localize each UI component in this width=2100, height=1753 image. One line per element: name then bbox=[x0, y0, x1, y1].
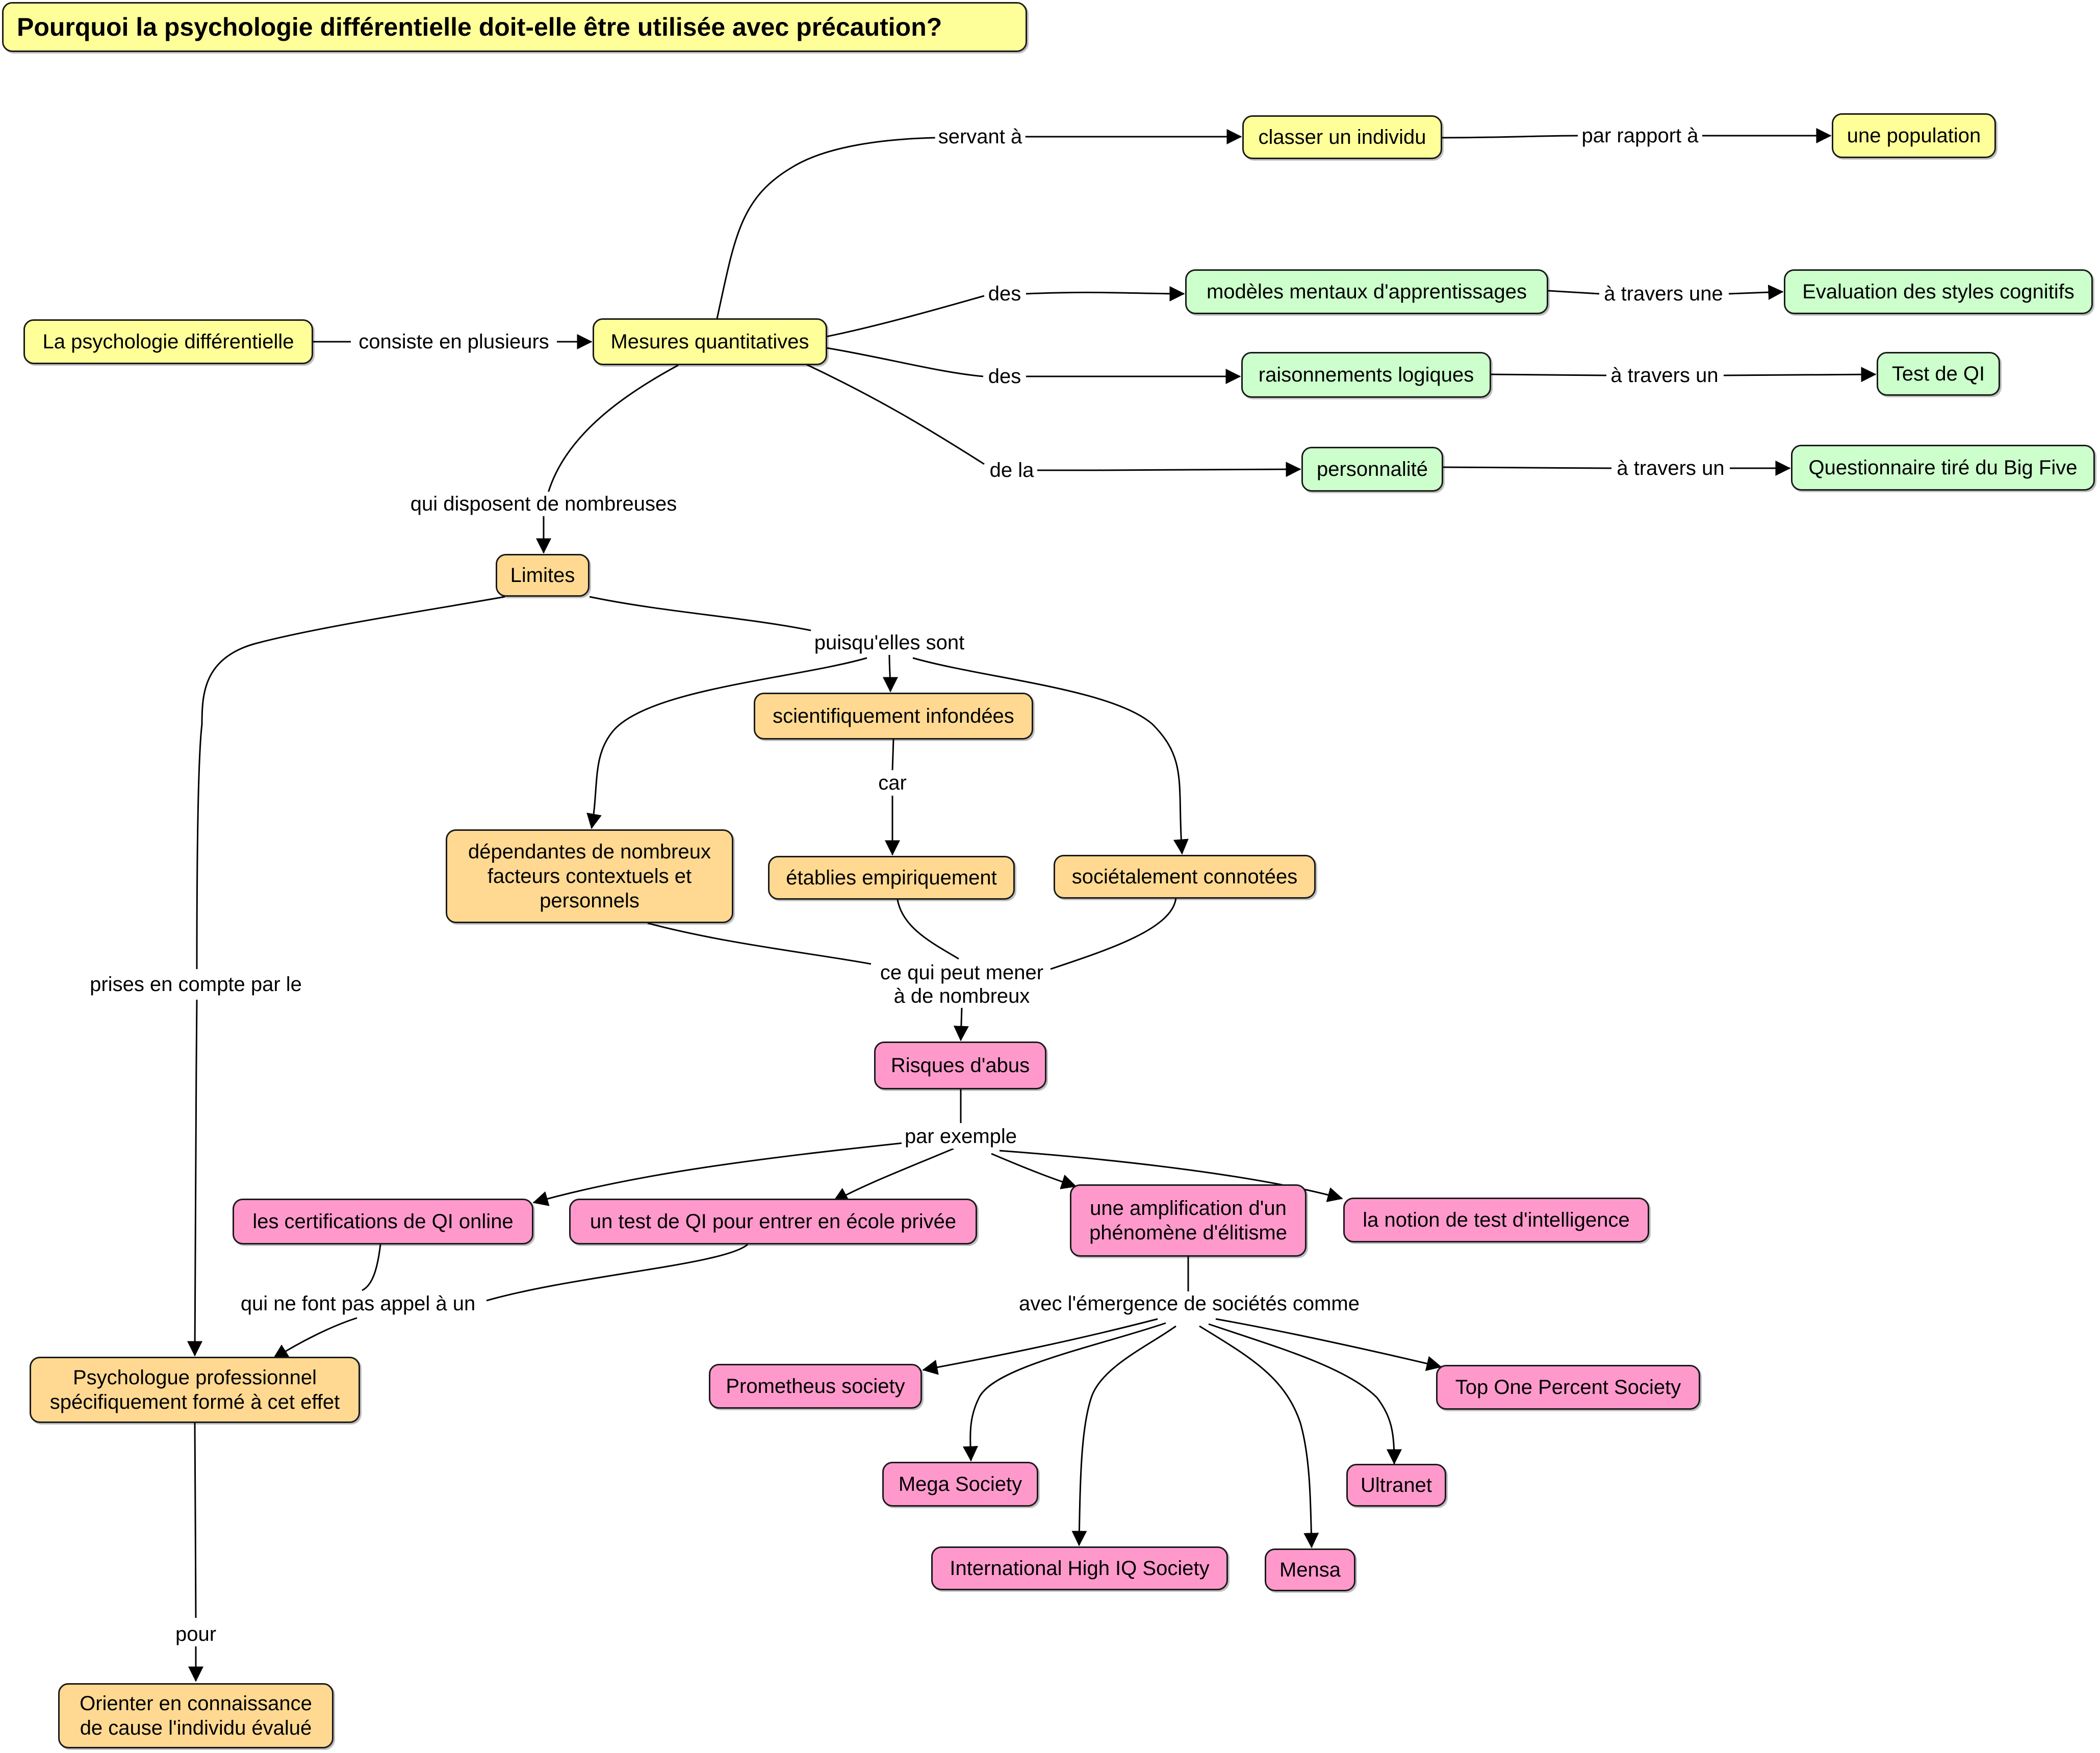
edge-mesures-des2 bbox=[826, 347, 984, 377]
link-label-car: car bbox=[875, 771, 910, 795]
node-societalement-connotees: sociétalement connotées bbox=[1054, 855, 1316, 899]
link-label-consiste: consiste en plusieurs bbox=[355, 329, 552, 354]
node-mega-society: Mega Society bbox=[882, 1462, 1038, 1507]
edge-personnalite-traversun2 bbox=[1443, 466, 1612, 469]
edge-emergence-ultranet bbox=[1208, 1323, 1402, 1465]
link-label-des-1: des bbox=[985, 282, 1025, 306]
node-top-one-percent-society: Top One Percent Society bbox=[1436, 1365, 1700, 1410]
node-evaluation-styles-cognitifs: Evaluation des styles cognitifs bbox=[1784, 269, 2093, 314]
node-limites: Limites bbox=[496, 554, 590, 597]
edge-limites-prises bbox=[196, 596, 505, 970]
edge-appel-psychologue bbox=[272, 1317, 357, 1360]
edge-emergence-mega bbox=[962, 1322, 1166, 1462]
edge-mesures-dela bbox=[805, 363, 985, 465]
link-label-traversun-2: à travers un bbox=[1614, 456, 1728, 480]
edge-certif-appel bbox=[362, 1244, 381, 1291]
link-label-traversune: à travers une bbox=[1601, 282, 1726, 306]
node-test-qi-ecole-privee: un test de QI pour entrer en école privé… bbox=[569, 1199, 977, 1244]
node-psychologie-differentielle: La psychologie différentielle bbox=[23, 319, 313, 364]
edge-puisque-dependantes bbox=[586, 657, 867, 829]
node-prometheus-society: Prometheus society bbox=[709, 1364, 922, 1409]
node-risques-d-abus: Risques d'abus bbox=[874, 1041, 1046, 1089]
node-classer-un-individu: classer un individu bbox=[1242, 115, 1442, 159]
edge-emergence-ihiqs bbox=[1071, 1325, 1176, 1546]
link-label-dela: de la bbox=[986, 458, 1037, 482]
node-scientifiquement-infondees: scientifiquement infondées bbox=[754, 693, 1033, 740]
edge-mesures-servant bbox=[716, 137, 937, 319]
node-raisonnements-logiques: raisonnements logiques bbox=[1241, 352, 1491, 398]
node-test-de-qi: Test de QI bbox=[1877, 352, 2000, 396]
diagram-title: Pourquoi la psychologie différentielle d… bbox=[2, 2, 1027, 52]
edge-scientif-car bbox=[891, 739, 894, 771]
edge-mener-risques bbox=[953, 1007, 969, 1041]
link-label-puisque: puisqu'elles sont bbox=[811, 630, 968, 655]
link-label-emergence: avec l'émergence de sociétés comme bbox=[1016, 1291, 1363, 1316]
link-label-exemple: par exemple bbox=[901, 1124, 1020, 1149]
node-modeles-mentaux: modèles mentaux d'apprentissages bbox=[1185, 269, 1548, 314]
link-label-appel: qui ne font pas appel à un bbox=[237, 1291, 479, 1316]
edge-etablies-mener bbox=[897, 899, 959, 960]
edge-puisque-societal bbox=[912, 657, 1189, 855]
edge-traversun1-testqi bbox=[1723, 367, 1877, 383]
edge-traversune-evaluation bbox=[1728, 285, 1784, 300]
edge-emergence-mensa bbox=[1199, 1325, 1319, 1548]
link-label-rapport: par rapport à bbox=[1578, 123, 1702, 148]
node-ultranet: Ultranet bbox=[1346, 1464, 1446, 1507]
node-certifications-qi-online: les certifications de QI online bbox=[233, 1199, 533, 1244]
edge-ecole-appel bbox=[486, 1243, 748, 1302]
link-label-des-2: des bbox=[985, 364, 1025, 389]
edge-exemple-ecole bbox=[832, 1148, 954, 1203]
edge-mesures-des1 bbox=[826, 295, 985, 338]
edge-limites-puisque bbox=[589, 596, 811, 631]
node-questionnaire-big-five: Questionnaire tiré du Big Five bbox=[1791, 445, 2095, 491]
link-label-pour: pour bbox=[172, 1622, 220, 1646]
edge-societal-mener bbox=[1050, 897, 1177, 970]
edge-raisonnements-traversun1 bbox=[1491, 373, 1607, 376]
link-label-prises: prises en compte par le bbox=[87, 972, 305, 997]
edge-modeles-traversune bbox=[1548, 290, 1600, 295]
edge-psychologue-pour bbox=[194, 1422, 197, 1618]
edge-emergence-topone bbox=[1215, 1318, 1442, 1371]
link-label-traversun-1: à travers un bbox=[1607, 363, 1722, 388]
node-etablies-empiriquement: établies empiriquement bbox=[768, 856, 1015, 900]
edge-dependantes-mener bbox=[647, 922, 872, 965]
edge-mesures-disposent bbox=[547, 364, 679, 493]
node-mesures-quantitatives: Mesures quantitatives bbox=[593, 318, 827, 365]
edge-des1-modeles bbox=[1026, 286, 1185, 301]
node-une-population: une population bbox=[1832, 113, 1996, 158]
edge-classer-rapport bbox=[1442, 135, 1578, 139]
node-personnalite: personnalité bbox=[1301, 447, 1443, 492]
link-label-servant: servant à bbox=[935, 124, 1026, 149]
node-mensa: Mensa bbox=[1265, 1548, 1355, 1591]
edge-dela-personnalite bbox=[1037, 462, 1301, 477]
edge-emergence-prometheus bbox=[922, 1318, 1158, 1375]
edge-exemple-certif bbox=[532, 1141, 908, 1206]
link-label-disposent: qui disposent de nombreuses bbox=[407, 492, 680, 516]
edge-puisque-scientif bbox=[882, 654, 898, 693]
edge-prises-psychologue bbox=[187, 999, 203, 1357]
node-international-high-iq-society: International High IQ Society bbox=[931, 1546, 1228, 1590]
edge-exemple-elitisme bbox=[991, 1153, 1077, 1189]
node-notion-test-intelligence: la notion de test d'intelligence bbox=[1343, 1198, 1649, 1242]
